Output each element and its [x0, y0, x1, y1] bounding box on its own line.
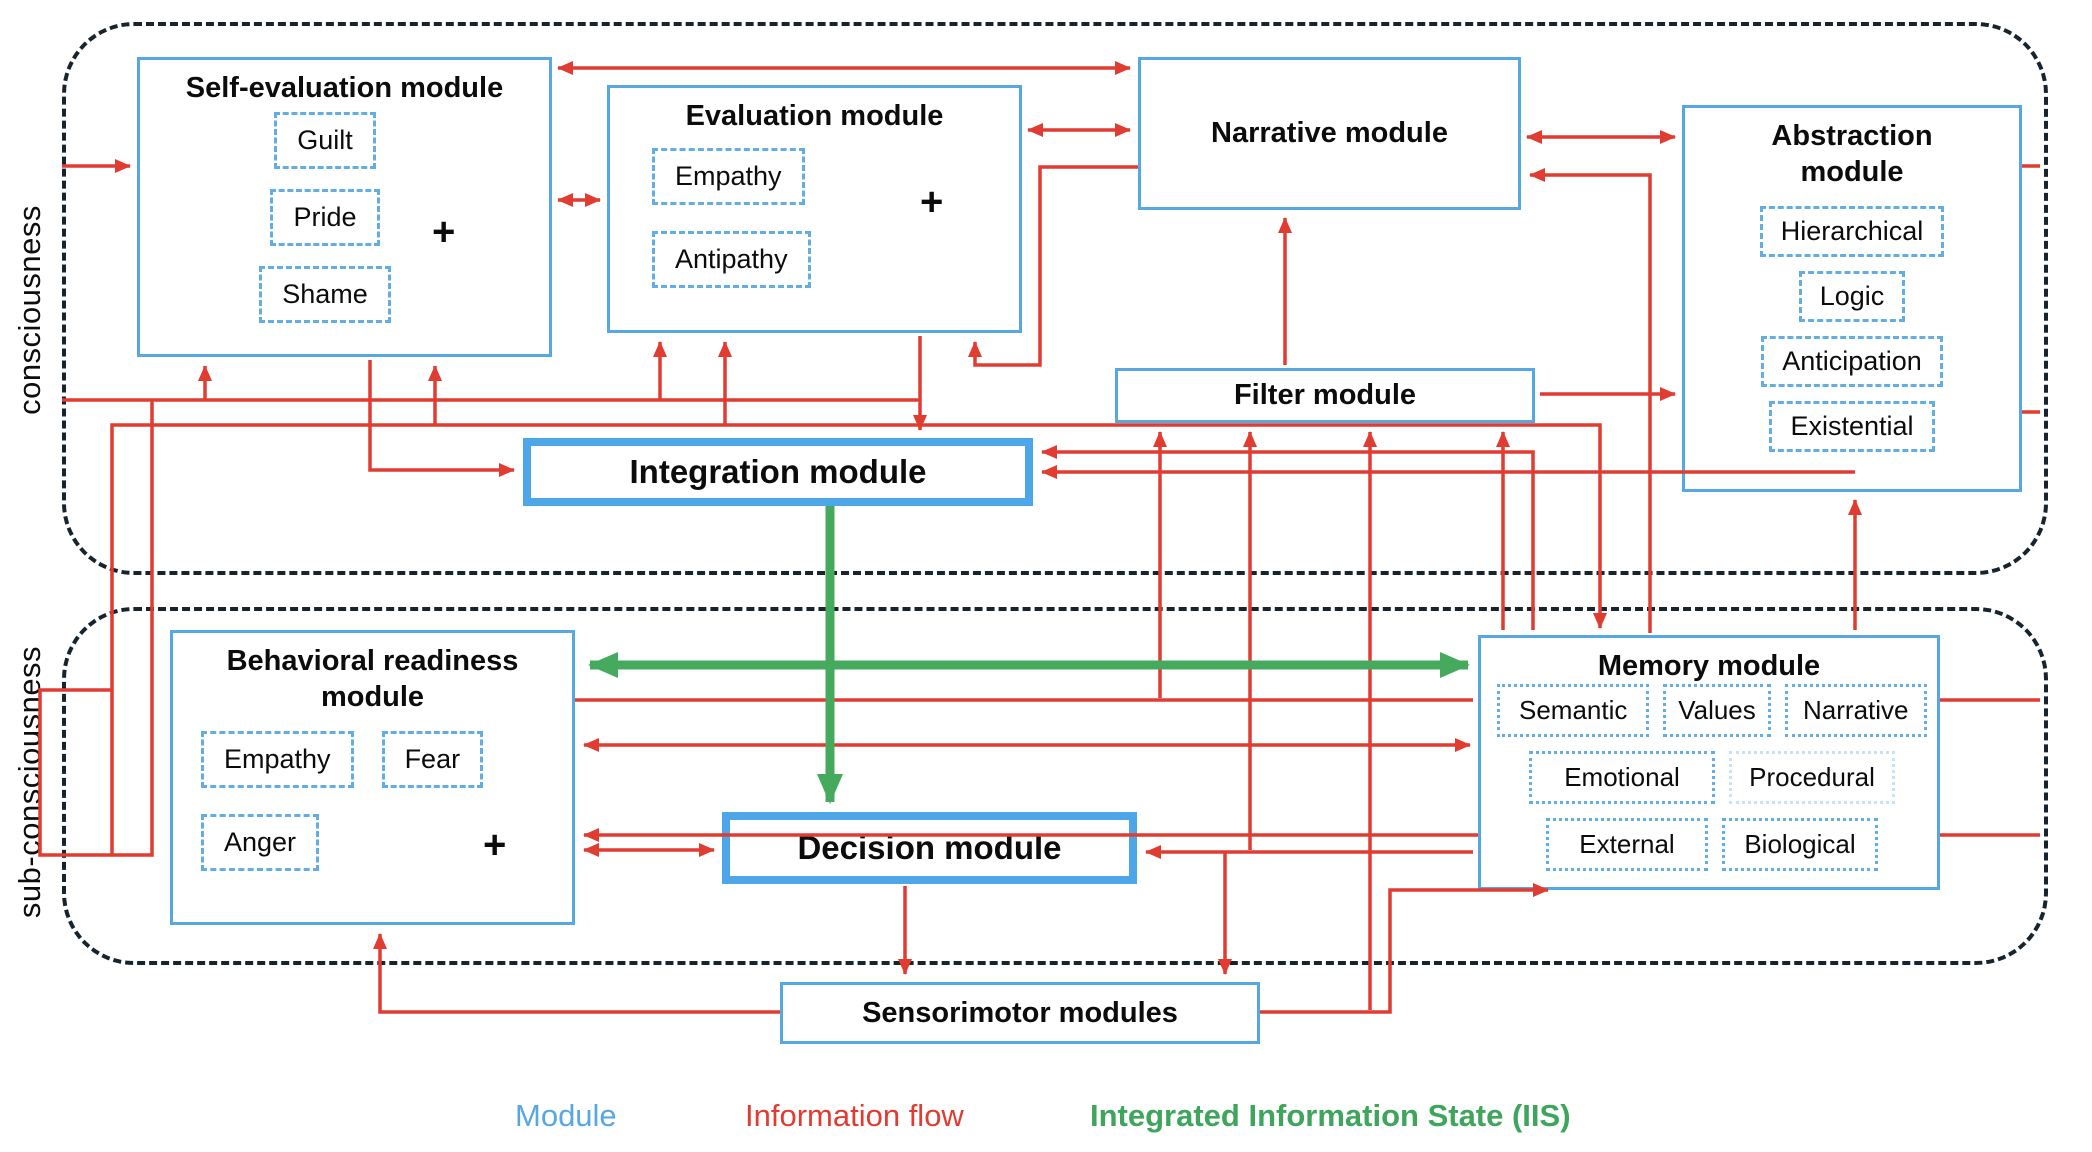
sub-process-box: Emotional: [1529, 751, 1715, 804]
sub-process-box: Semantic: [1497, 684, 1650, 737]
self-evaluation-title: Self-evaluation module: [185, 72, 504, 104]
legend: Module Information flow Integrated Infor…: [0, 1098, 2092, 1148]
decision-module: Decision module: [722, 812, 1137, 884]
abstraction-title: Abstraction module: [1771, 120, 1933, 189]
sub-process-box: Biological: [1722, 818, 1878, 871]
sensorimotor-modules: Sensorimotor modules: [780, 982, 1260, 1044]
sub-process-box: Fear: [381, 731, 484, 788]
sub-process-box: Antipathy: [652, 231, 811, 288]
sub-process-box: Shame: [259, 266, 391, 323]
narrative-title: Narrative module: [1211, 117, 1448, 150]
filter-module: Filter module: [1115, 368, 1535, 423]
evaluation-title: Evaluation module: [685, 100, 944, 132]
sub-process-box: Anticipation: [1761, 336, 1943, 387]
sub-process-box: Empathy: [201, 731, 354, 788]
integration-title: Integration module: [629, 453, 927, 491]
sensorimotor-title: Sensorimotor modules: [862, 996, 1178, 1029]
sub-process-box: Empathy: [652, 148, 805, 205]
plus-sign: +: [483, 823, 507, 867]
legend-iis: Integrated Information State (IIS): [1090, 1098, 1571, 1133]
legend-module: Module: [515, 1098, 617, 1133]
sub-process-box: Pride: [270, 189, 380, 246]
sub-process-box: Values: [1663, 684, 1771, 737]
consciousness-label: consciousness: [12, 205, 47, 415]
narrative-module: Narrative module: [1138, 57, 1521, 210]
behavioral-readiness-title: Behavioral readiness module: [226, 645, 519, 714]
integration-module: Integration module: [523, 438, 1033, 506]
sub-process-box: Narrative: [1784, 684, 1927, 737]
sub-process-box: Existential: [1769, 401, 1935, 452]
sub-process-box: Anger: [201, 814, 320, 871]
sub-process-box: Procedural: [1729, 751, 1895, 804]
decision-title: Decision module: [797, 829, 1062, 867]
plus-sign: +: [432, 210, 456, 254]
sub-process-box: Guilt: [274, 112, 376, 169]
sub-process-box: Hierarchical: [1759, 206, 1945, 257]
sub-process-box: Logic: [1798, 271, 1906, 322]
sub-consciousness-label: sub-consciousness: [12, 645, 47, 919]
sub-process-box: External: [1546, 818, 1708, 871]
plus-sign: +: [920, 180, 944, 224]
legend-information-flow: Information flow: [745, 1098, 964, 1133]
filter-title: Filter module: [1233, 379, 1417, 412]
memory-title: Memory module: [1597, 650, 1821, 682]
